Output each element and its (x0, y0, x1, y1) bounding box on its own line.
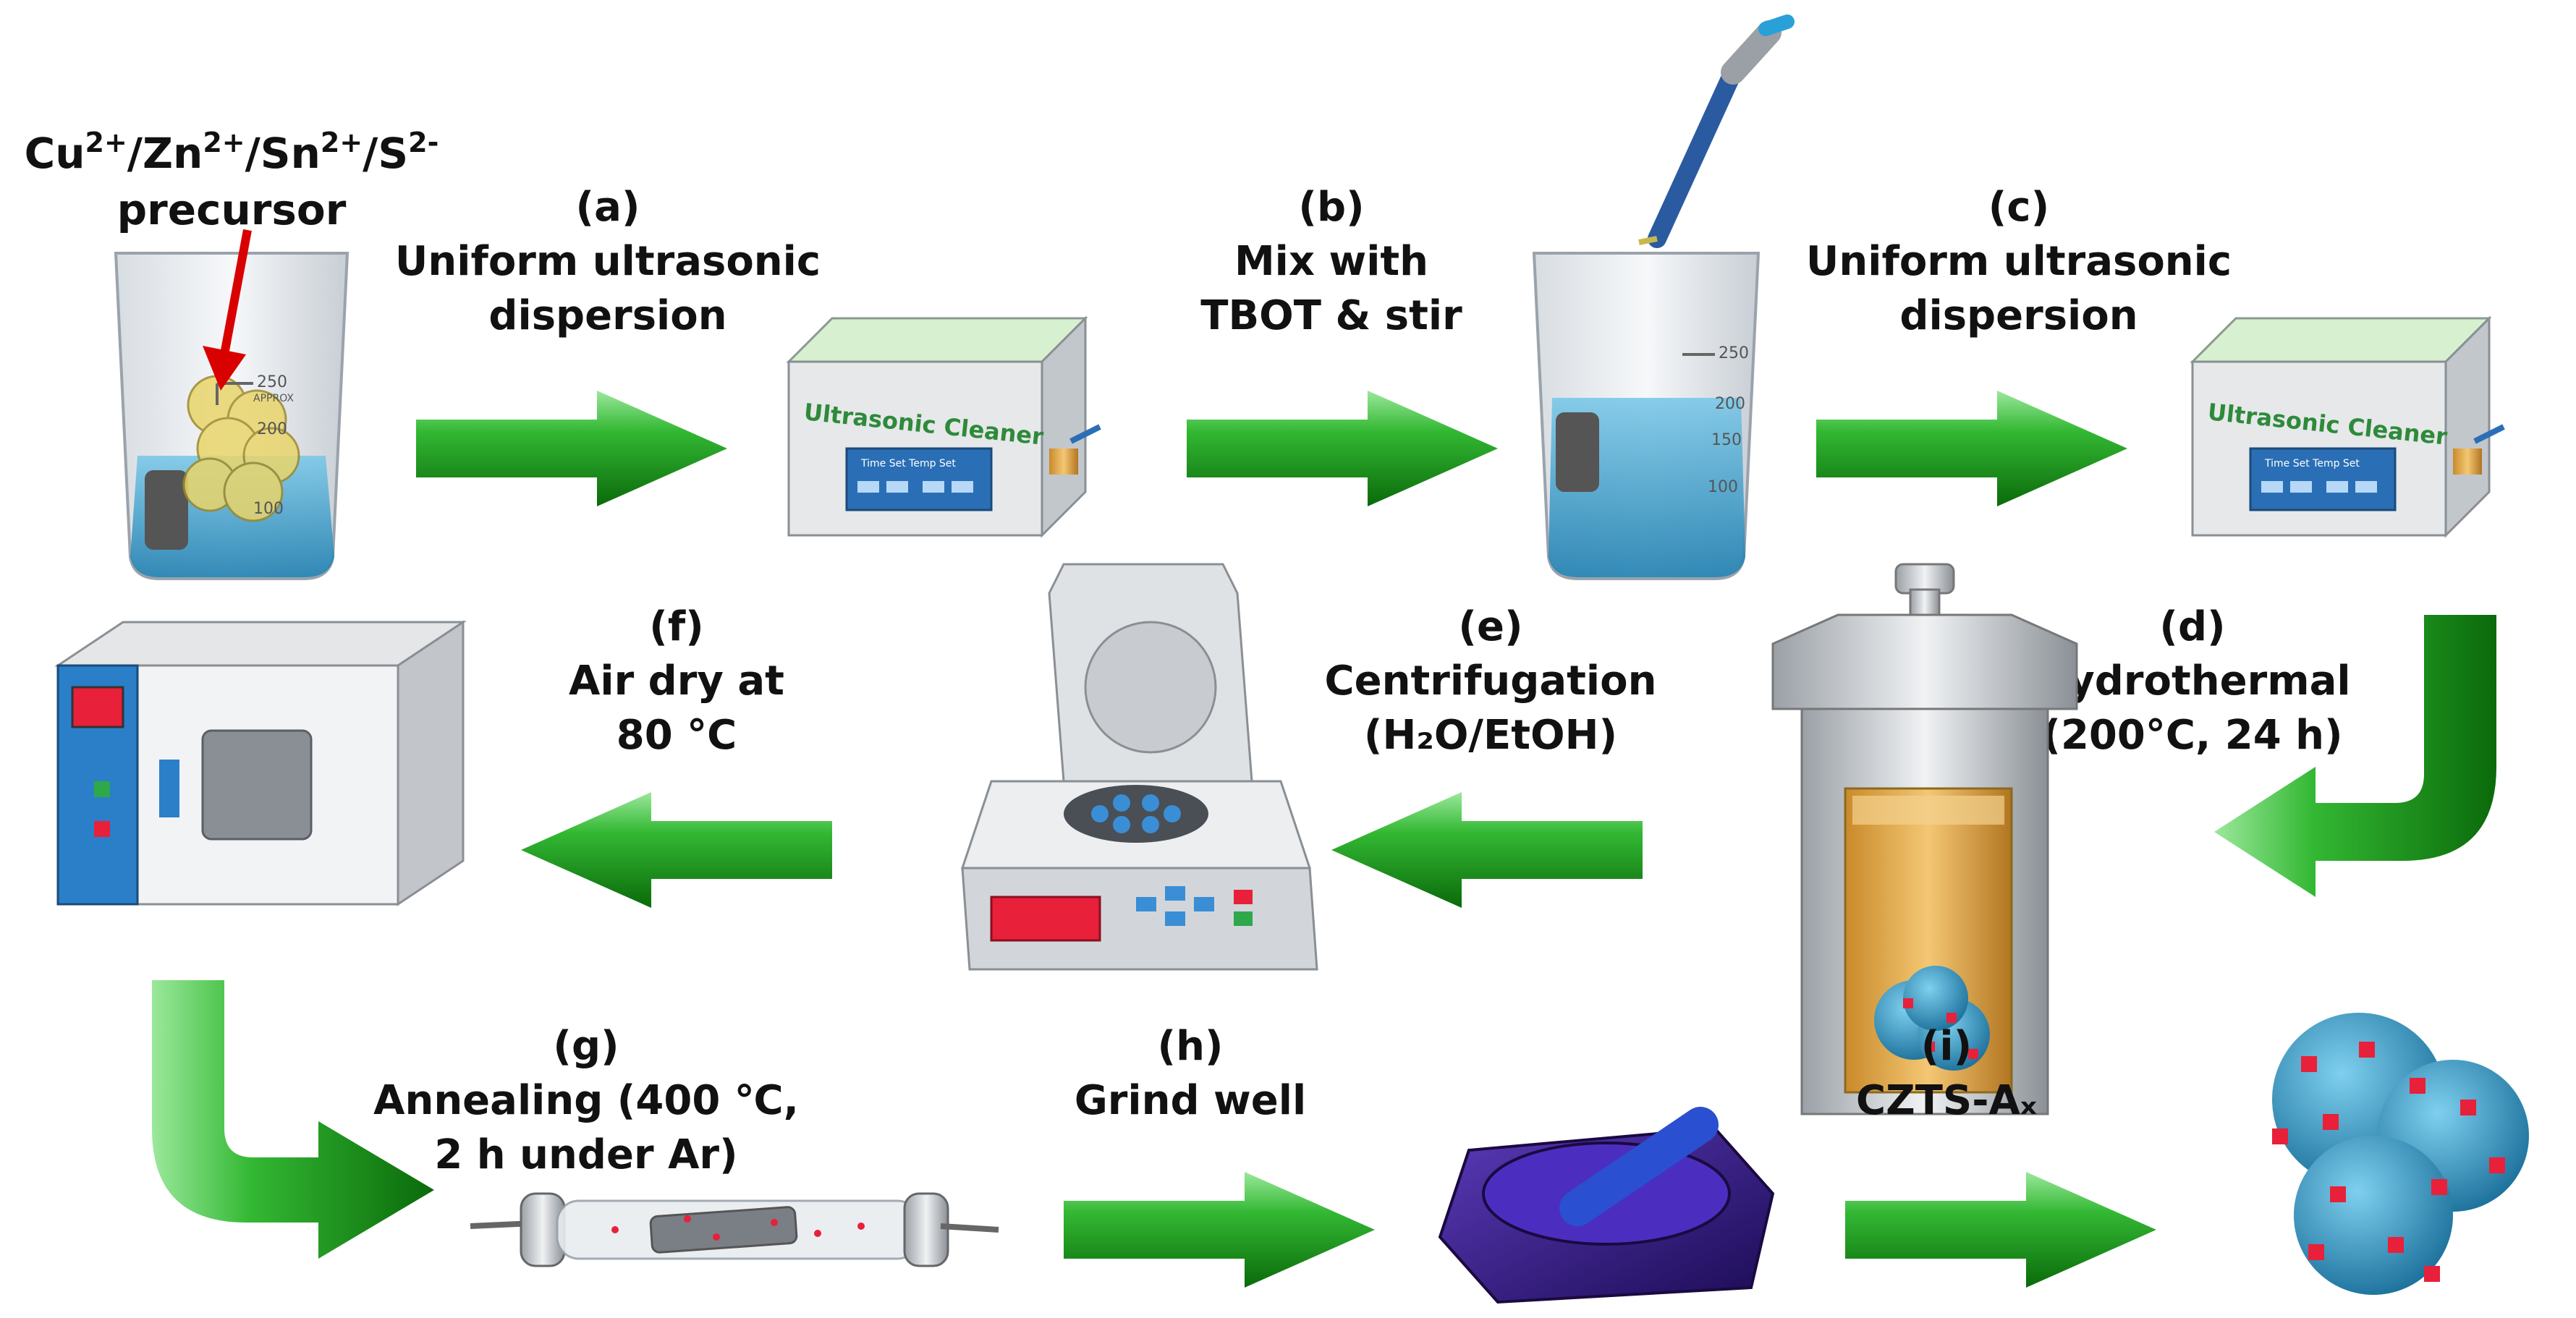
zn-symbol: Zn (143, 129, 203, 178)
precursor-pointer-arrow (203, 229, 252, 391)
cleaner-1-panel: Time Set Temp Set (860, 458, 956, 469)
beaker-mark-250: 250 (257, 373, 287, 391)
arrow-c (1816, 391, 2127, 506)
precursor-label: Cu2+/Zn2+/Sn2+/S2- precursor (25, 127, 439, 234)
arrow-e (1331, 792, 1643, 908)
step-e-label: (e) Centrifugation (H₂O/EtOH) (1325, 603, 1657, 759)
czts-nanoflowers (2272, 1013, 2529, 1295)
cu-symbol: Cu (25, 129, 85, 178)
beaker-2-mark-150: 150 (1711, 431, 1742, 449)
step-g-line-2: 2 h under Ar) (434, 1131, 737, 1178)
hydrothermal-autoclave (1771, 563, 2078, 1115)
step-c-letter: (c) (1988, 184, 2049, 231)
beaker-2: 250 200 150 100 (1532, 252, 1761, 580)
beaker-2-mark-250: 250 (1719, 344, 1749, 362)
step-a-letter: (a) (576, 184, 640, 231)
step-b-line-2: TBOT & stir (1200, 292, 1462, 339)
step-b-label: (b) Mix with TBOT & stir (1200, 184, 1462, 339)
beaker-precursor: 250 APPROX 200 100 (114, 252, 349, 580)
step-b-line-1: Mix with (1234, 238, 1428, 285)
s-symbol: S (378, 129, 408, 178)
beaker-2-mark-200: 200 (1715, 395, 1745, 413)
arrow-h (1064, 1172, 1375, 1288)
s-charge: 2- (408, 127, 438, 158)
mortar-and-pestle (1438, 1107, 1775, 1304)
beaker-mark-approx: APPROX (253, 393, 294, 404)
step-h-line-1: Grind well (1075, 1077, 1306, 1124)
precursor-word: precursor (117, 185, 347, 234)
step-f-label: (f) Air dry at 80 °C (569, 603, 784, 759)
step-a-label: (a) Uniform ultrasonic dispersion (395, 184, 821, 339)
beaker-mark-100: 100 (253, 500, 284, 518)
step-g-line-1: Annealing (400 ℃, (373, 1077, 799, 1124)
precursor-particles (182, 375, 300, 522)
step-d-letter: (d) (2159, 603, 2225, 650)
ultrasonic-cleaner-1: Ultrasonic Cleaner Time Set Temp Set (786, 315, 1101, 538)
step-b-letter: (b) (1298, 184, 1364, 231)
arrow-curve-left (152, 980, 434, 1259)
step-f-letter: (f) (649, 603, 704, 650)
arrow-b (1187, 391, 1498, 506)
ultrasonic-cleaner-2: Ultrasonic Cleaner Time Set Temp Set (2190, 315, 2505, 538)
beaker-2-mark-100: 100 (1708, 478, 1738, 496)
step-a-line-1: Uniform ultrasonic (395, 238, 821, 285)
step-e-line-2: (H₂O/EtOH) (1364, 712, 1617, 759)
step-h-label: (h) Grind well (1075, 1023, 1306, 1124)
autoclave-nanoflowers (1874, 966, 1990, 1071)
step-i-line-1: CZTS-Aₓ (1856, 1077, 2037, 1124)
step-d-label: (d) Hydrothermal (200°C, 24 h) (2034, 603, 2350, 759)
beaker-mark-200: 200 (257, 420, 287, 438)
arrow-i (1845, 1172, 2156, 1288)
step-c-label: (c) Uniform ultrasonic dispersion (1806, 184, 2232, 339)
step-a-line-2: dispersion (488, 292, 726, 339)
step-c-line-1: Uniform ultrasonic (1806, 238, 2232, 285)
step-g-letter: (g) (553, 1023, 619, 1070)
step-e-line-1: Centrifugation (1325, 658, 1657, 705)
step-f-line-1: Air dry at (569, 658, 784, 705)
sn-symbol: Sn (260, 129, 321, 178)
step-i-label: (i) CZTS-Aₓ (1856, 1023, 2037, 1124)
step-g-label: (g) Annealing (400 ℃, 2 h under Ar) (373, 1023, 799, 1178)
drying-oven (54, 620, 467, 906)
cleaner-2-panel: Time Set Temp Set (2264, 458, 2360, 469)
annealing-tube (470, 1192, 999, 1267)
svg-text:Cu2+/Zn2+/Sn2+/S2-: Cu2+/Zn2+/Sn2+/S2- (25, 127, 439, 178)
arrow-f (521, 792, 832, 908)
cu-charge: 2+ (85, 127, 127, 158)
arrow-curve-right (2214, 615, 2496, 897)
step-c-line-2: dispersion (1899, 292, 2138, 339)
centrifuge (960, 563, 1318, 971)
zn-charge: 2+ (203, 127, 245, 158)
pipette (1638, 14, 1795, 248)
step-i-letter: (i) (1921, 1023, 1972, 1070)
step-d-line-1: Hydrothermal (2034, 658, 2350, 705)
step-e-letter: (e) (1458, 603, 1522, 650)
sn-charge: 2+ (321, 127, 363, 158)
step-h-letter: (h) (1157, 1023, 1223, 1070)
arrow-a (416, 391, 727, 506)
step-f-line-2: 80 °C (617, 712, 737, 759)
step-d-line-2: (200°C, 24 h) (2042, 712, 2342, 759)
